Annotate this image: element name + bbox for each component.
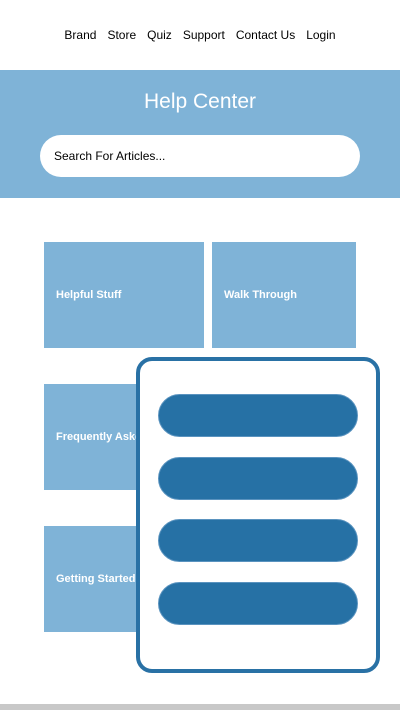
popup-button-3[interactable] [158,519,358,562]
popup-button-1[interactable] [158,394,358,437]
page-title: Help Center [143,90,257,113]
nav-quiz[interactable]: Quiz [147,28,172,42]
bottom-bar [0,704,400,710]
card-label: Getting Started [56,573,136,585]
card-label: Frequently Asked [56,431,148,443]
nav-support[interactable]: Support [182,28,225,42]
top-nav: Brand Store Quiz Support Contact Us Logi… [0,0,400,70]
popup-button-2[interactable] [158,457,358,500]
card-walk-through[interactable]: Walk Through [212,242,356,348]
popup-button-4[interactable] [158,582,358,625]
search-bar[interactable] [40,135,360,177]
nav-contact-us[interactable]: Contact Us [235,28,296,42]
search-input[interactable] [52,148,346,164]
nav-login[interactable]: Login [306,28,336,42]
popup-menu [136,357,380,673]
nav-brand[interactable]: Brand [64,28,97,42]
nav-store[interactable]: Store [107,28,137,42]
card-label: Helpful Stuff [56,289,122,301]
card-helpful-stuff[interactable]: Helpful Stuff [44,242,204,348]
hero-banner: Help Center [0,70,400,198]
card-label: Walk Through [224,289,297,301]
